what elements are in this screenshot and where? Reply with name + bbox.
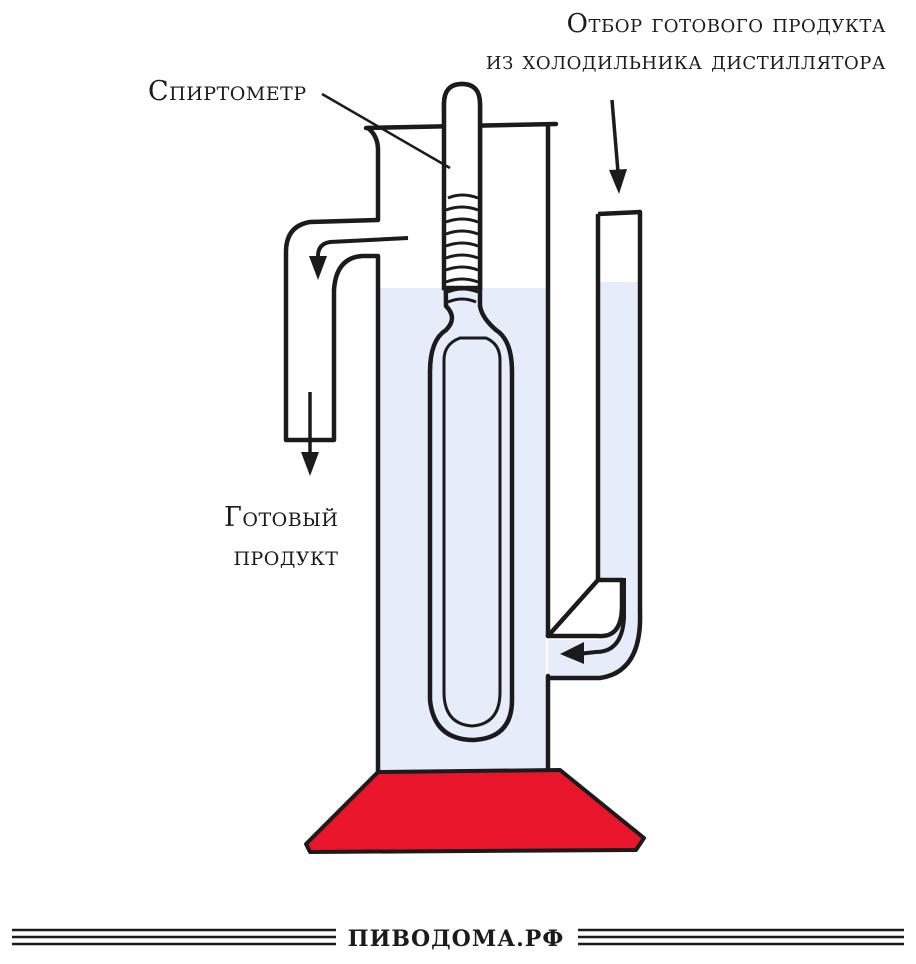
hydrometer-scale: [445, 193, 479, 304]
outflow-arrowhead: [301, 452, 319, 476]
meter-pointer-line: [321, 92, 451, 170]
inlet-arrowhead: [609, 169, 627, 194]
inlet-arrow: [610, 99, 620, 173]
cylinder-base: [304, 768, 646, 854]
label-finished-product: Готовый продукт: [224, 498, 338, 576]
label-distillate-intake-line2: из холодильника дистиллятора: [485, 46, 886, 76]
label-finished-product-line1: Готовый: [224, 502, 339, 533]
footer-lines: [12, 928, 904, 946]
inlet-flow-arrow: [577, 578, 626, 656]
outlet-spout-outer: [283, 217, 379, 443]
spout-flow-arrow: [316, 236, 409, 264]
footer-site-name: ПИВОДОМА.РФ: [347, 926, 565, 952]
label-spirit-meter: Спиртометр: [148, 76, 307, 107]
inlet-flow-arrowhead: [560, 642, 584, 664]
hydrometer-bulb-inner: [442, 336, 502, 728]
spout-flow-arrowhead: [309, 256, 327, 280]
label-distillate-intake-line1: Отбор готового продукта: [566, 9, 886, 39]
label-distillate-intake: Отбор готового продукта из холодильника …: [486, 6, 886, 80]
hydrometer-stem-top: [441, 81, 483, 291]
label-finished-product-line2: продукт: [233, 541, 339, 572]
